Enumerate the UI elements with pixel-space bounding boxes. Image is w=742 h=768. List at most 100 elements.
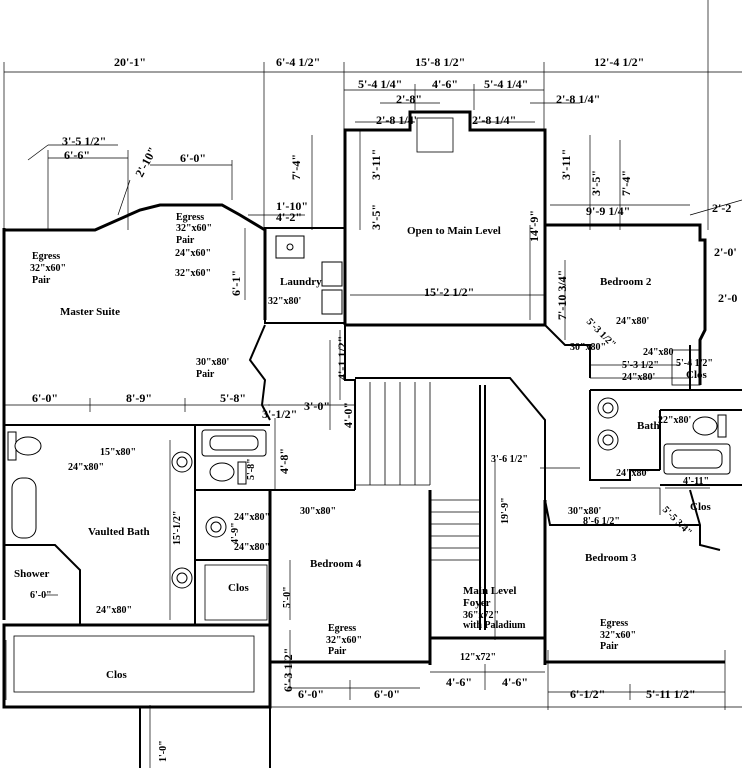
staircase	[355, 382, 480, 561]
dim-4-6-b: 4'-6"	[502, 675, 528, 689]
dim-2-8-14-right: 2'-8 1/4"	[556, 92, 600, 106]
dim-12x72: 12"x72"	[460, 652, 496, 663]
egress-b4-line3: Pair	[328, 646, 347, 657]
dim-3-12: 3'-1/2"	[262, 407, 297, 421]
dim-8-9: 8'-9"	[126, 391, 152, 405]
dim-8-6-12: 8'-6 1/2"	[583, 516, 620, 527]
dim-5-5-34: 5'-5 3/4"	[660, 504, 694, 538]
dim-30x80-bed2: 30"x80"	[570, 342, 606, 353]
dim-15-1-12: 15'-1/2"	[172, 511, 183, 545]
dim-24x80-bath: 24"x80'	[616, 468, 650, 479]
dim-32x80: 32"x80'	[268, 296, 302, 307]
foyer-line4: with Paladium	[463, 620, 526, 631]
room-closet-master: Clos	[106, 669, 128, 681]
dim-24x60: 24"x60"	[175, 248, 211, 259]
dim-top-3: 15'-8 1/2"	[415, 55, 465, 69]
dim-6-0-bed4-b: 6'-0"	[374, 687, 400, 701]
room-bedroom-3: Bedroom 3	[585, 552, 637, 564]
dimension-lines	[3, 0, 742, 768]
room-bedroom-4: Bedroom 4	[310, 558, 362, 570]
dim-4-0: 4'-0"	[341, 402, 355, 428]
room-closet-bed4: Clos	[228, 582, 250, 594]
room-master-suite: Master Suite	[60, 306, 120, 318]
master-door-pair-line1: 30"x80'	[196, 357, 230, 368]
egress-b3-line2: 32"x60"	[600, 630, 636, 641]
dim-3-6-12: 3'-6 1/2"	[491, 454, 528, 465]
dim-24x80-b: 24"x80	[643, 347, 674, 358]
dim-24x80-hall-2: 24"x80"	[234, 542, 270, 553]
dim-14-9: 14'-9"	[527, 210, 541, 242]
dim-15x80: 15"x80"	[100, 447, 136, 458]
master-door-pair-line2: Pair	[196, 369, 215, 380]
dim-24x80-bed2: 24"x80'	[616, 316, 650, 327]
dim-top-1: 20'-1"	[114, 55, 146, 69]
egress-left-line1: Egress	[32, 251, 60, 262]
walls	[2, 110, 742, 768]
dim-4-9: 4'-9"	[230, 522, 241, 544]
dim-2-8-14-a: 2'-8 1/4'	[376, 113, 417, 127]
dim-15-2-12: 15'-2 1/2"	[424, 285, 474, 299]
dim-6-1: 6'-1"	[229, 270, 243, 296]
dim-24x80-shower: 24"x80"	[96, 605, 132, 616]
egress-bay-line1: Egress	[176, 212, 204, 223]
dim-6-0-bed4-a: 6'-0"	[298, 687, 324, 701]
egress-left-line2: 32"x60"	[30, 263, 66, 274]
room-labels: Master Suite Egress 32"x60" Pair Egress …	[14, 212, 712, 681]
dim-top-4: 12'-4 1/2"	[594, 55, 644, 69]
dim-2-0: 2'-0'	[714, 245, 737, 259]
foyer-line3: 36"x72"	[463, 610, 499, 621]
dim-24x80-hall-1: 24"x80"	[234, 512, 270, 523]
dim-sub-2: 4'-6"	[432, 77, 458, 91]
dim-6-6: 6'-6"	[64, 148, 90, 162]
dim-6-0-a: 6'-0"	[32, 391, 58, 405]
dim-24x80-c: 24"x80'	[622, 372, 656, 383]
dim-5-8: 5'-8"	[220, 391, 246, 405]
room-open-to-main: Open to Main Level	[407, 225, 501, 237]
dim-3-11-left: 3'-11"	[369, 149, 383, 180]
fixtures	[7, 235, 731, 621]
egress-b3-line3: Pair	[600, 641, 619, 652]
room-vaulted-bath: Vaulted Bath	[88, 526, 150, 538]
dim-9-9-14: 9'-9 1/4"	[586, 204, 630, 218]
dim-30x80-bed4: 30"x80"	[300, 506, 336, 517]
dimension-labels: 20'-1" 6'-4 1/2" 15'-8 1/2" 12'-4 1/2" 5…	[30, 55, 737, 762]
dim-5-3-12-b: 5'-3 1/2"	[622, 360, 659, 371]
dim-3-5-12: 3'-5 1/2"	[62, 134, 106, 148]
room-bedroom-2: Bedroom 2	[600, 276, 652, 288]
dim-4-11: 4'-11"	[683, 476, 709, 487]
dim-7-4-left: 7'-4"	[289, 154, 303, 180]
dim-3-5-right: 3'-5"	[589, 170, 603, 196]
dim-3-0: 3'-0"	[304, 399, 330, 413]
egress-left-line3: Pair	[32, 275, 51, 286]
dim-1-10: 1'-10"	[276, 199, 308, 213]
dim-5-11-12: 5'-11 1/2"	[646, 687, 696, 701]
dim-30x80-bed3: 30"x80'	[568, 506, 602, 517]
egress-b4-line1: Egress	[328, 623, 356, 634]
dim-32x60: 32"x60"	[175, 268, 211, 279]
foyer-line1: Main Level	[463, 585, 516, 597]
room-closet-bed2: Clos	[686, 369, 708, 381]
dim-4-8: 4'-8"	[277, 448, 291, 474]
egress-bay-line3: Pair	[176, 235, 195, 246]
dim-22x80: 22"x80'	[658, 415, 692, 426]
room-laundry: Laundry	[280, 276, 322, 288]
room-shower: Shower	[14, 568, 50, 580]
dim-5-8-b: 5'-8"	[246, 458, 257, 480]
dim-1-0: 1'-0"	[158, 740, 169, 762]
dim-sub-1: 5'-4 1/4"	[358, 77, 402, 91]
dim-4-1-12: 4'-1 1/2"	[335, 336, 349, 380]
egress-b4-line2: 32"x60"	[326, 635, 362, 646]
dim-5-0: 5'-0"	[282, 586, 293, 608]
dim-24x80-vb: 24"x80"	[68, 462, 104, 473]
dim-5-4-12: 5'-4 1/2"	[676, 358, 713, 369]
dim-2-8-14-b: 2'-8 1/4"	[472, 113, 516, 127]
dim-2-2: 2'-2	[712, 201, 731, 215]
dim-6-0-top: 6'-0"	[180, 151, 206, 165]
dim-4-6-a: 4'-6"	[446, 675, 472, 689]
dim-3-11-right: 3'-11"	[559, 149, 573, 180]
dim-sub-3: 5'-4 1/4"	[484, 77, 528, 91]
dim-6-3-12: 6'-3 1/2"	[281, 648, 295, 692]
dim-3-5-left: 3'-5"	[369, 204, 383, 230]
dim-19-9: 19'-9"	[500, 497, 511, 524]
